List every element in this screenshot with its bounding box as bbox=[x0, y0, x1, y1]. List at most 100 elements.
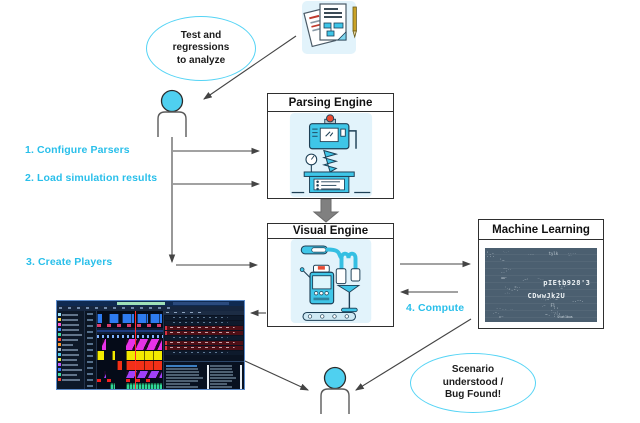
ml-noise-fragment: '.- bbox=[485, 251, 495, 257]
analyzer-value-column bbox=[85, 311, 97, 389]
analyzer-log-rows bbox=[164, 315, 244, 361]
ml-noise-fragment: .'' bbox=[550, 308, 559, 314]
waveform-segment bbox=[116, 361, 123, 370]
output-bubble: Scenario understood / Bug Found! bbox=[410, 353, 536, 413]
analyzer-time-cursor bbox=[135, 311, 137, 389]
waveform-segment bbox=[102, 339, 107, 350]
list-row bbox=[210, 383, 228, 385]
list-row bbox=[166, 365, 198, 367]
ml-noise-fragment: tylk bbox=[548, 251, 559, 257]
output-bubble-line: Scenario bbox=[451, 364, 495, 376]
parsing-engine-title: Parsing Engine bbox=[268, 94, 393, 112]
signal-tree-row bbox=[58, 362, 84, 367]
wave-analyzer-screenshot bbox=[56, 300, 245, 390]
waveform-segment bbox=[97, 351, 104, 360]
signal-tree-row bbox=[58, 347, 84, 352]
waveform-segment bbox=[97, 379, 117, 382]
waveform-segment bbox=[122, 314, 134, 323]
waveform-segment bbox=[97, 335, 163, 338]
ml-noise-fragment: .--. bbox=[527, 251, 535, 256]
waveform-segment bbox=[126, 361, 162, 370]
signal-tree-row bbox=[58, 337, 84, 342]
waveform-segment bbox=[97, 324, 163, 327]
waveform-row bbox=[97, 335, 163, 338]
log-row bbox=[165, 341, 243, 345]
ml-noise-fragment: ~. bbox=[544, 312, 551, 318]
scrollbar-b bbox=[240, 365, 242, 389]
list-row bbox=[166, 383, 191, 385]
signal-tree-row bbox=[58, 322, 84, 327]
ml-noise-fragment: ww~ bbox=[501, 276, 507, 281]
analyzer-list-col-a bbox=[166, 365, 208, 389]
waveform-segment bbox=[111, 351, 116, 360]
machine-learning-box: Machine Learning ...~--'':.-~=..-.--'.~.… bbox=[478, 219, 604, 329]
step-label-load-results: 2. Load simulation results bbox=[25, 172, 158, 184]
ml-noise-fragment: ~- bbox=[568, 252, 572, 257]
waveform-segment bbox=[150, 314, 162, 323]
list-row bbox=[210, 386, 233, 388]
ml-noise-fragment: -:- bbox=[504, 291, 511, 296]
ml-noise-fragment: '-- bbox=[504, 286, 511, 291]
waveform-row bbox=[97, 324, 163, 327]
waveform-row bbox=[97, 328, 163, 334]
step-label-compute: 4. Compute bbox=[406, 302, 465, 314]
waveform-segment bbox=[126, 339, 162, 350]
output-bubble-line: Bug Found! bbox=[444, 389, 502, 401]
ml-noise-fragment: ~''~ bbox=[546, 298, 558, 304]
ml-noise-fragment: :'' bbox=[553, 313, 561, 319]
step-label-create-players: 3. Create Players bbox=[26, 256, 113, 268]
waveform-row bbox=[97, 339, 163, 350]
ml-noise-fragment: -.-. bbox=[508, 288, 519, 294]
parsing-machine-illustration bbox=[289, 113, 372, 197]
log-row bbox=[165, 326, 243, 330]
signal-tree-row bbox=[58, 367, 84, 372]
parsing-engine-box: Parsing Engine bbox=[267, 93, 394, 199]
waveform-segment bbox=[126, 371, 162, 378]
step-label-configure-parsers: 1. Configure Parsers bbox=[25, 144, 130, 156]
list-row bbox=[166, 368, 198, 370]
block-arrow-parsing-to-visual bbox=[312, 198, 340, 223]
waveform-segment bbox=[126, 351, 162, 360]
ml-noise-fragment: ~~.. bbox=[503, 266, 512, 271]
visual-robot-illustration bbox=[290, 239, 371, 323]
input-bubble: Test and regressions to analyze bbox=[146, 16, 256, 81]
list-row bbox=[166, 371, 199, 373]
ml-noise-fragment: ... bbox=[486, 254, 495, 260]
signal-tree-row bbox=[58, 372, 84, 377]
analyzer-titlebar bbox=[57, 301, 244, 306]
ml-noise-fragment: Stat1bus bbox=[557, 315, 573, 319]
waveform-row bbox=[97, 351, 163, 360]
input-bubble-text: Test and regressions to analyze bbox=[173, 30, 230, 68]
log-row bbox=[165, 346, 243, 350]
ml-noise-fragment: '': bbox=[540, 297, 547, 302]
output-bubble-text: Scenario understood / Bug Found! bbox=[443, 364, 504, 402]
signal-tree-row bbox=[58, 357, 84, 362]
analyzer-waveform-area bbox=[97, 311, 164, 389]
analyzer-log-header bbox=[164, 311, 244, 315]
output-bubble-line: understood / bbox=[442, 376, 504, 388]
analyzer-toolbar bbox=[57, 306, 244, 311]
ml-noise-fragment: .. bbox=[555, 295, 560, 300]
waveform-segment bbox=[126, 383, 162, 389]
ml-noise-canvas: ...~--'':.-~=..-.--'.~.:''~-.--.-~'..'~-… bbox=[485, 248, 597, 322]
signal-tree-row bbox=[58, 327, 84, 332]
ml-noise-fragment: c~ bbox=[499, 314, 504, 319]
waveform-row bbox=[97, 383, 163, 389]
waveform-segment bbox=[126, 379, 153, 382]
ml-noise-fragment: =.. bbox=[514, 285, 521, 290]
list-row bbox=[166, 374, 199, 376]
log-row bbox=[165, 321, 243, 325]
ml-noise-fragment: .~. bbox=[492, 309, 500, 315]
list-row bbox=[166, 377, 204, 379]
ml-noise-fragment: ':' bbox=[558, 286, 566, 291]
signal-tree-row bbox=[58, 352, 84, 357]
input-bubble-line: Test and bbox=[180, 29, 222, 41]
waveform-row bbox=[97, 379, 163, 382]
signal-tree-row bbox=[58, 317, 84, 322]
signal-tree-row bbox=[58, 332, 84, 337]
analyzer-titlebar-highlight bbox=[116, 302, 166, 305]
input-bubble-line: regressions bbox=[172, 42, 230, 54]
waveform-segment bbox=[103, 371, 107, 378]
analyzer-titlebar-field bbox=[172, 302, 230, 305]
